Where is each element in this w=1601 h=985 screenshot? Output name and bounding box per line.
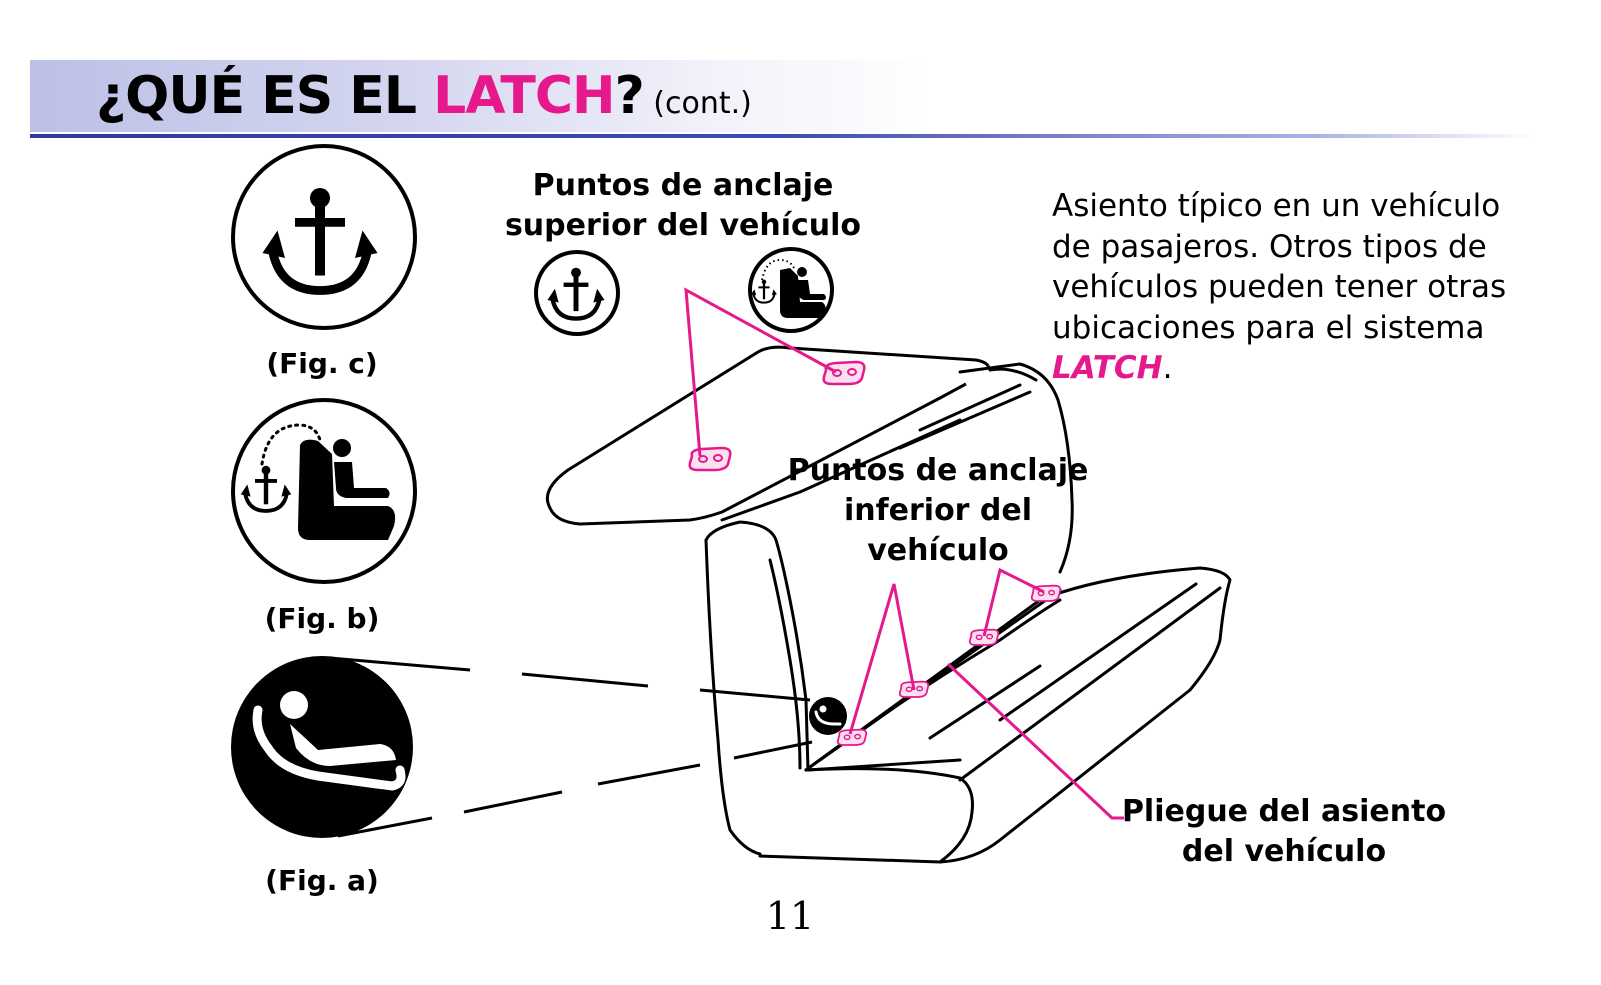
title-question-mark: ? [614,66,645,126]
upper-anchor-label-line2: superior del vehículo [504,208,862,243]
fig-b-label: (Fig. b) [264,602,380,635]
fig-b-tether-seat-icon [231,398,417,584]
lower-anchor-label-line2: inferior del [843,493,1033,528]
page-number: 11 [765,894,815,938]
description-latch-word: LATCH [1052,350,1163,386]
upper-anchor-small-icon [534,250,620,336]
title-latch: LATCH [433,66,615,126]
lower-anchor-label-line3: vehículo [867,533,1009,568]
description-paragraph: Asiento típico en un vehículo de pasajer… [1052,186,1512,389]
description-line2: de pasajeros. Otros tipos de [1052,228,1487,265]
lower-anchor-label-line1: Puntos de anclaje [787,453,1089,488]
upper-tether-small-icon [748,247,834,333]
header-band [30,60,1530,132]
fig-a-lower-anchor-icon [231,656,413,838]
fig-c-label: (Fig. c) [266,347,378,380]
title-prefix: ¿QUÉ ES EL [96,66,434,126]
seat-lower-anchor-marker-icon [809,697,847,735]
upper-anchor-label: Puntos de anclaje superior del vehículo [483,166,883,246]
description-line3: vehículos pueden tener otras [1052,269,1507,305]
page-title: ¿QUÉ ES EL LATCH? (cont.) [96,66,752,134]
lower-anchor-label: Puntos de anclaje inferior del vehículo [768,451,1108,571]
vehicle-seat-drawing [545,345,1232,864]
seat-bight-label-line2: del vehículo [1181,834,1387,869]
fig-c-anchor-icon [231,144,417,330]
pink-callout-lines [684,287,1124,820]
upper-anchor-label-line1: Puntos de anclaje [532,168,834,203]
title-cont: (cont.) [643,86,752,121]
description-period: . [1162,350,1173,386]
header-rule [30,134,1535,138]
fig-a-label: (Fig. a) [265,864,379,897]
description-line4: ubicaciones para el sistema [1052,309,1485,346]
seat-bight-label-line1: Pliegue del asiento [1121,794,1447,829]
description-line5: LATCH. [1052,348,1512,389]
seat-bight-label: Pliegue del asiento del vehículo [1104,792,1464,872]
description-line1: Asiento típico en un vehículo [1052,188,1501,224]
